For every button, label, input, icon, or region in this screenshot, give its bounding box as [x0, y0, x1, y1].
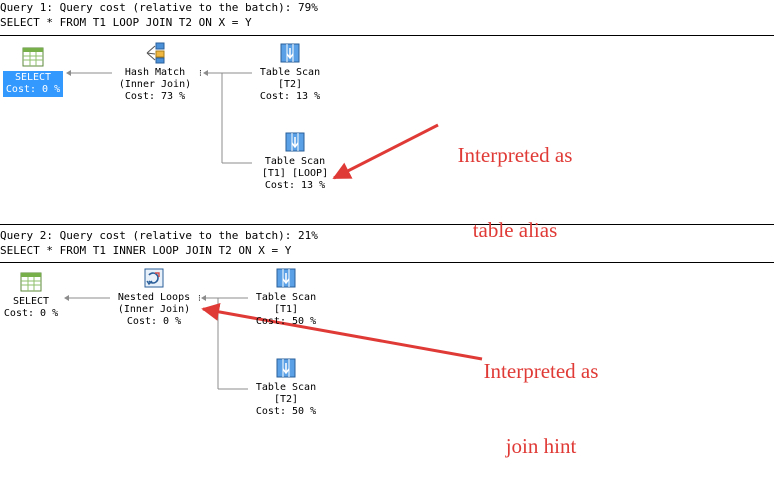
nested-loops-icon: [144, 268, 164, 288]
q1-scan-t2-title: Table Scan: [259, 67, 321, 78]
q1-scan-t1-title: Table Scan: [264, 156, 326, 167]
q2-annotation-line2: join hint: [505, 434, 577, 458]
q1-table-scan-t1-node[interactable]: Table Scan [T1] [LOOP] Cost: 13 %: [250, 131, 340, 192]
q2-scan-t1-cost: Cost: 50 %: [255, 316, 317, 327]
q2-nested-loops-cost: Cost: 0 %: [126, 316, 182, 327]
q2-annotation: Interpreted as join hint: [466, 309, 616, 484]
q2-table-scan-t1-node[interactable]: Table Scan [T1] Cost: 50 %: [246, 267, 326, 328]
q1-hash-match-cost: Cost: 73 %: [124, 91, 186, 102]
table-scan-icon: [276, 358, 296, 378]
q1-scan-t1-cost: Cost: 13 %: [264, 180, 326, 191]
table-scan-icon: [285, 132, 305, 152]
q1-select-label: SELECT: [14, 72, 52, 83]
query1-sql: SELECT * FROM T1 LOOP JOIN T2 ON X = Y: [0, 16, 252, 29]
q1-hash-match-type: (Inner Join): [118, 79, 192, 90]
q2-table-scan-t2-node[interactable]: Table Scan [T2] Cost: 50 %: [246, 357, 326, 418]
q1-annotation-line2: table alias: [472, 218, 558, 242]
table-scan-icon: [280, 43, 300, 63]
query2-sql: SELECT * FROM T1 INNER LOOP JOIN T2 ON X…: [0, 244, 292, 257]
q2-annotation-line1: Interpreted as: [483, 359, 599, 383]
q1-table-scan-t2-node[interactable]: Table Scan [T2] Cost: 13 %: [250, 42, 330, 103]
q2-scan-t2-object: [T2]: [273, 394, 299, 405]
table-scan-icon: [276, 268, 296, 288]
q2-select-cost: Cost: 0 %: [3, 308, 59, 319]
q1-hash-match-node[interactable]: Hash Match (Inner Join) Cost: 73 %: [110, 42, 200, 103]
q2-scan-t1-title: Table Scan: [255, 292, 317, 303]
query2-divider-top: [0, 224, 774, 225]
query2-header: Query 2: Query cost (relative to the bat…: [0, 229, 318, 242]
q1-select-node[interactable]: SELECT Cost: 0 %: [0, 46, 66, 97]
q2-scan-t2-title: Table Scan: [255, 382, 317, 393]
q1-scan-t1-object: [T1] [LOOP]: [261, 168, 329, 179]
q1-select-cost: Cost: 0 %: [5, 84, 61, 95]
hash-match-icon: [146, 42, 165, 64]
q2-nested-loops-node[interactable]: Nested Loops (Inner Join) Cost: 0 %: [108, 267, 200, 328]
q2-scan-t1-object: [T1]: [273, 304, 299, 315]
query2-divider: [0, 262, 774, 263]
q1-annotation-line1: Interpreted as: [457, 143, 573, 167]
result-grid-icon: [20, 272, 42, 292]
q1-hash-match-title: Hash Match: [124, 67, 186, 78]
query1-divider: [0, 35, 774, 36]
q1-select-selected: SELECT Cost: 0 %: [2, 71, 64, 97]
result-grid-icon: [22, 47, 44, 67]
query1-header: Query 1: Query cost (relative to the bat…: [0, 1, 318, 14]
q1-scan-t2-object: [T2]: [277, 79, 303, 90]
q2-nested-loops-title: Nested Loops: [117, 292, 191, 303]
q2-nested-loops-type: (Inner Join): [117, 304, 191, 315]
q1-annotation: Interpreted as table alias: [440, 93, 590, 268]
q2-select-label: SELECT: [12, 296, 50, 307]
q1-scan-t2-cost: Cost: 13 %: [259, 91, 321, 102]
q2-select-node[interactable]: SELECT Cost: 0 %: [0, 271, 62, 320]
q2-scan-t2-cost: Cost: 50 %: [255, 406, 317, 417]
